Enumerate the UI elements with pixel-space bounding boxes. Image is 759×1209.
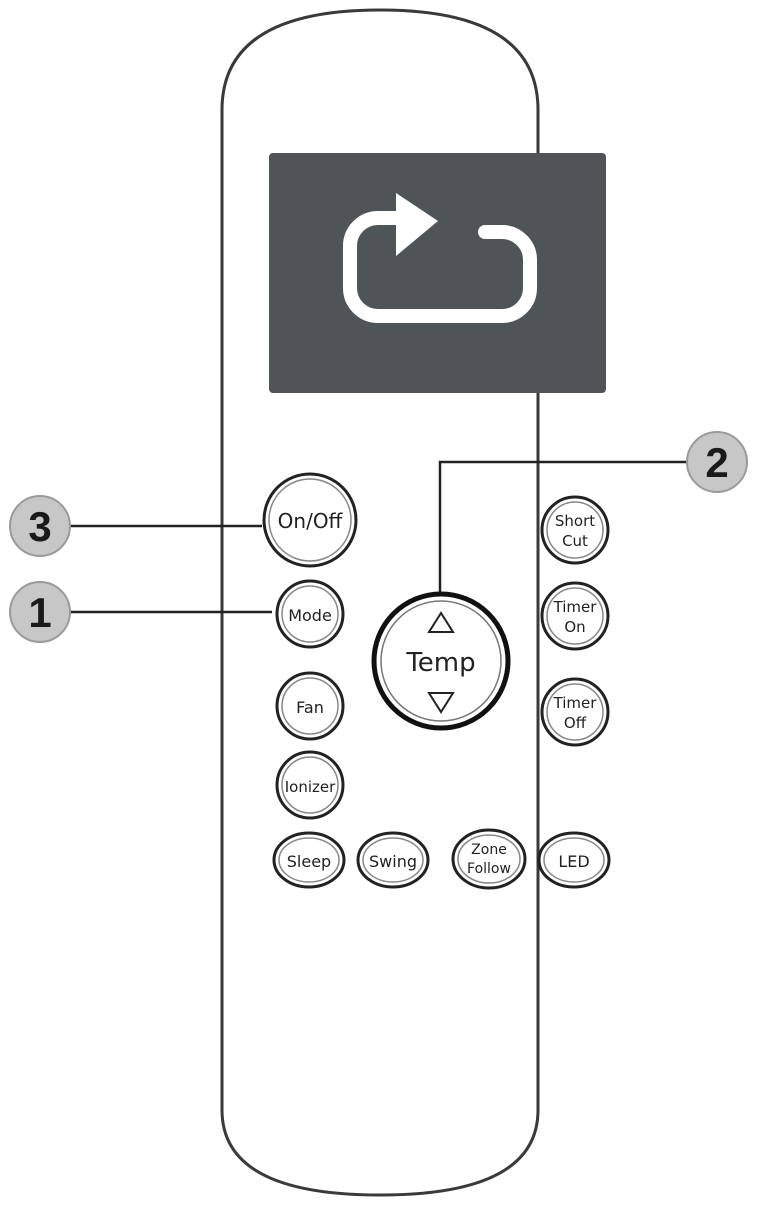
short-cut-button[interactable]: Short Cut: [540, 495, 610, 565]
led-button[interactable]: LED: [537, 831, 611, 889]
svg-text:On: On: [564, 618, 585, 636]
fan-button[interactable]: Fan: [275, 671, 345, 741]
ionizer-button[interactable]: Ionizer: [275, 750, 345, 820]
svg-text:Timer: Timer: [553, 598, 598, 616]
triangle-down-icon[interactable]: [427, 692, 455, 714]
swing-button[interactable]: Swing: [356, 831, 430, 889]
callout-3: 3: [9, 495, 71, 557]
on-off-button[interactable]: On/Off: [262, 472, 358, 568]
svg-text:Follow: Follow: [467, 861, 511, 877]
cycle-arrow-icon: [343, 211, 537, 323]
temp-button[interactable]: Temp: [371, 591, 511, 731]
svg-text:2: 2: [705, 439, 728, 486]
svg-text:3: 3: [28, 503, 51, 550]
callout-1: 1: [9, 581, 71, 643]
svg-text:Temp: Temp: [405, 648, 475, 678]
timer-off-button[interactable]: Timer Off: [540, 677, 610, 747]
svg-text:1: 1: [28, 589, 51, 636]
svg-text:Sleep: Sleep: [287, 852, 331, 871]
callout-2: 2: [686, 431, 748, 493]
svg-text:Mode: Mode: [288, 606, 332, 625]
svg-text:Cut: Cut: [562, 532, 588, 550]
mode-button[interactable]: Mode: [275, 579, 345, 649]
svg-text:Short: Short: [555, 512, 595, 530]
zone-follow-button[interactable]: Zone Follow: [451, 828, 527, 890]
display-screen: [269, 153, 606, 393]
sleep-button[interactable]: Sleep: [272, 831, 346, 889]
triangle-up-icon[interactable]: [427, 611, 455, 633]
svg-text:Timer: Timer: [553, 694, 598, 712]
svg-text:Fan: Fan: [296, 698, 324, 717]
svg-text:Zone: Zone: [471, 842, 507, 858]
svg-text:LED: LED: [558, 852, 589, 871]
timer-on-button[interactable]: Timer On: [540, 581, 610, 651]
cycle-arrowhead: [396, 193, 438, 256]
svg-text:Swing: Swing: [369, 852, 417, 871]
svg-text:Off: Off: [564, 714, 587, 732]
callout-2-line: [438, 460, 690, 598]
svg-text:On/Off: On/Off: [278, 509, 344, 533]
svg-text:Ionizer: Ionizer: [285, 778, 336, 796]
